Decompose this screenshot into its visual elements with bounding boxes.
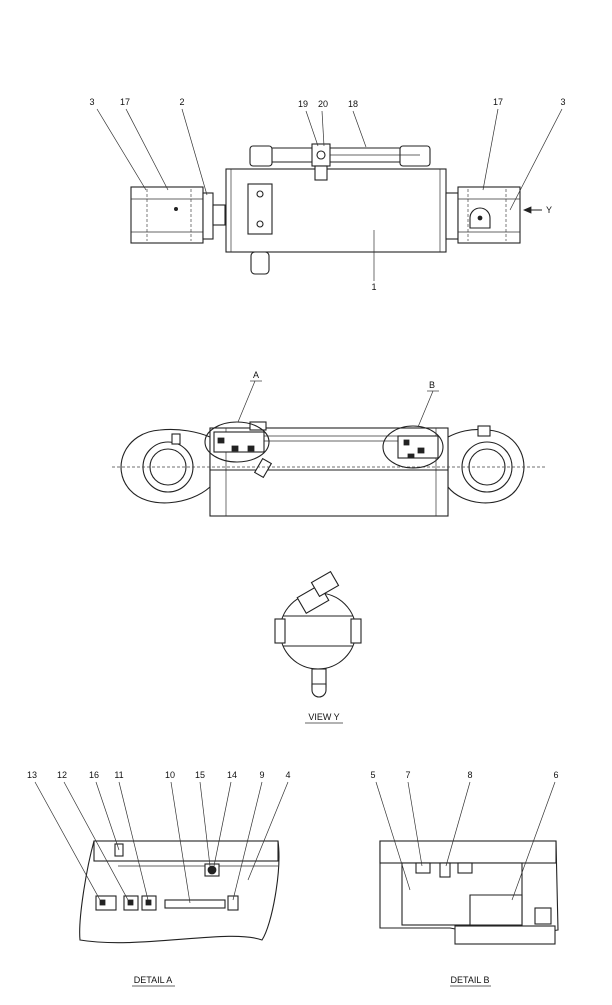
label-2: 2 <box>179 97 184 107</box>
detail-b-label-7: 7 <box>405 770 410 780</box>
detail-a-marker <box>204 421 270 463</box>
label-20: 20 <box>318 99 328 109</box>
label-1: 1 <box>371 282 376 292</box>
label-18: 18 <box>348 99 358 109</box>
detail-b-marker <box>382 425 444 469</box>
view-y-caption: VIEW Y <box>308 712 339 722</box>
label-17-left: 17 <box>120 97 130 107</box>
detail-a: 13 12 16 11 10 15 14 9 4 DETAIL A <box>27 770 291 987</box>
detail-a-label-11: 11 <box>114 770 123 780</box>
section-view: A B <box>112 370 545 517</box>
detail-a-label-13: 13 <box>27 770 37 780</box>
section-label-a: A <box>253 370 259 380</box>
detail-a-caption: DETAIL A <box>134 975 173 985</box>
view-y: VIEW Y <box>274 570 362 724</box>
section-label-b: B <box>429 380 435 390</box>
label-3-left: 3 <box>89 97 94 107</box>
detail-b-caption: DETAIL B <box>450 975 489 985</box>
label-19: 19 <box>298 99 308 109</box>
detail-b-label-6: 6 <box>553 770 558 780</box>
detail-a-label-12: 12 <box>57 770 67 780</box>
mounting-plate <box>247 183 273 235</box>
top-external-view: 3 17 2 19 20 18 17 3 1 Y <box>89 97 565 292</box>
detail-a-label-4: 4 <box>285 770 290 780</box>
label-3-right: 3 <box>560 97 565 107</box>
detail-b-label-5: 5 <box>370 770 375 780</box>
detail-b: 5 7 8 6 DETAIL B <box>370 770 559 987</box>
detail-a-label-16: 16 <box>89 770 99 780</box>
label-17-right: 17 <box>493 97 503 107</box>
left-rod-eye <box>130 186 204 244</box>
detail-b-label-8: 8 <box>467 770 472 780</box>
detail-a-label-9: 9 <box>259 770 264 780</box>
detail-a-label-15: 15 <box>195 770 205 780</box>
detail-a-label-10: 10 <box>165 770 175 780</box>
y-arrow-label: Y <box>546 205 552 215</box>
detail-a-label-14: 14 <box>227 770 237 780</box>
